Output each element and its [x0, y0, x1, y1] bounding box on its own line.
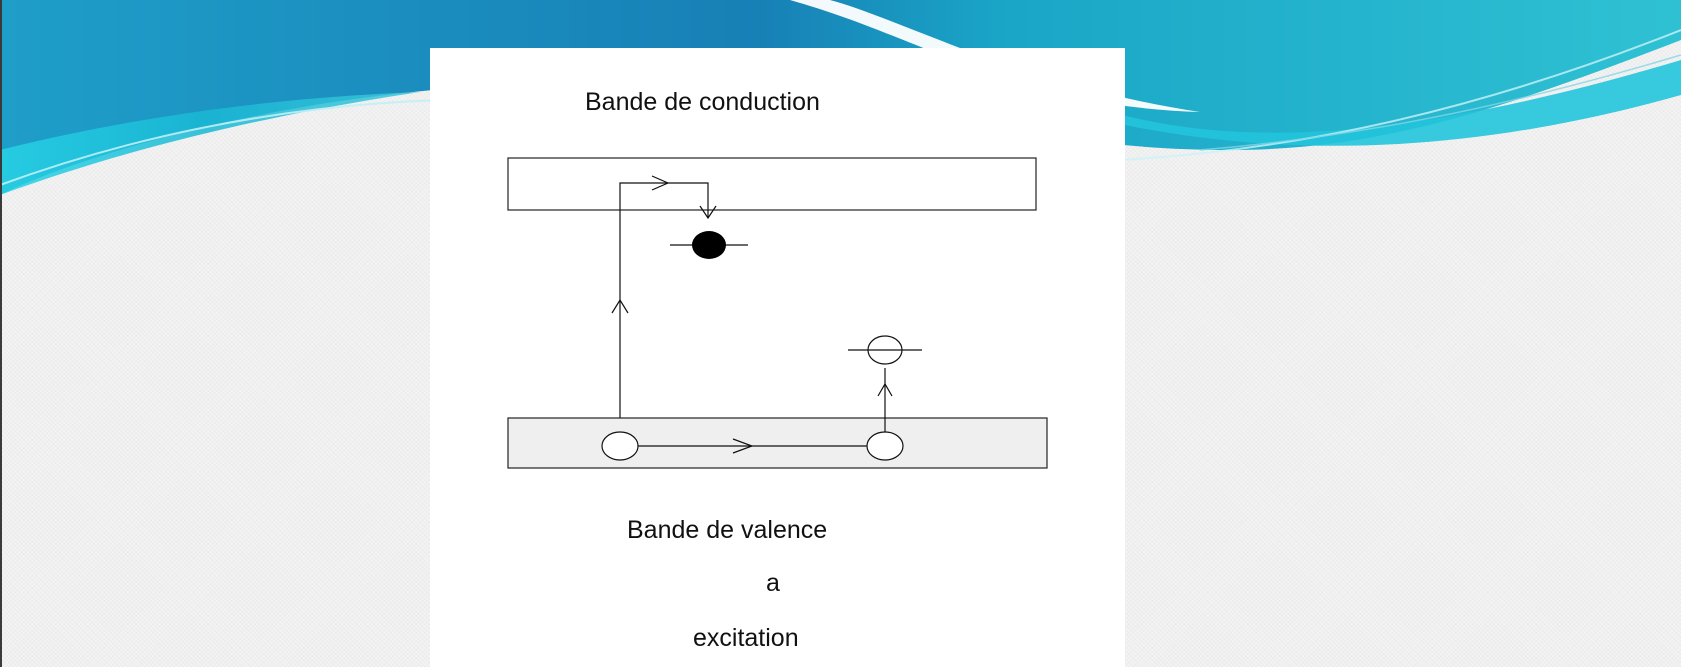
arrow-right-icon [651, 175, 670, 191]
conduction-band-label: Bande de conduction [585, 88, 820, 116]
valence-band-label: Bande de valence [627, 516, 827, 544]
hole-icon [601, 431, 639, 461]
excitation-path-line [619, 182, 709, 446]
arrow-down-icon [699, 205, 717, 220]
arrow-right-valence-icon [732, 438, 754, 454]
figure-caption: excitation [693, 624, 799, 652]
conduction-band [507, 157, 1037, 211]
valence-band [507, 417, 1048, 469]
arrow-up-small-icon [877, 382, 893, 397]
arrow-up-icon [611, 298, 629, 314]
figure-sub-label: a [766, 569, 780, 597]
band-diagram: Bande de conduction [507, 88, 1048, 652]
band-diagram-figure: Bande de conduction [430, 48, 1125, 667]
hole-icon [866, 431, 904, 461]
electron-icon [692, 231, 726, 259]
